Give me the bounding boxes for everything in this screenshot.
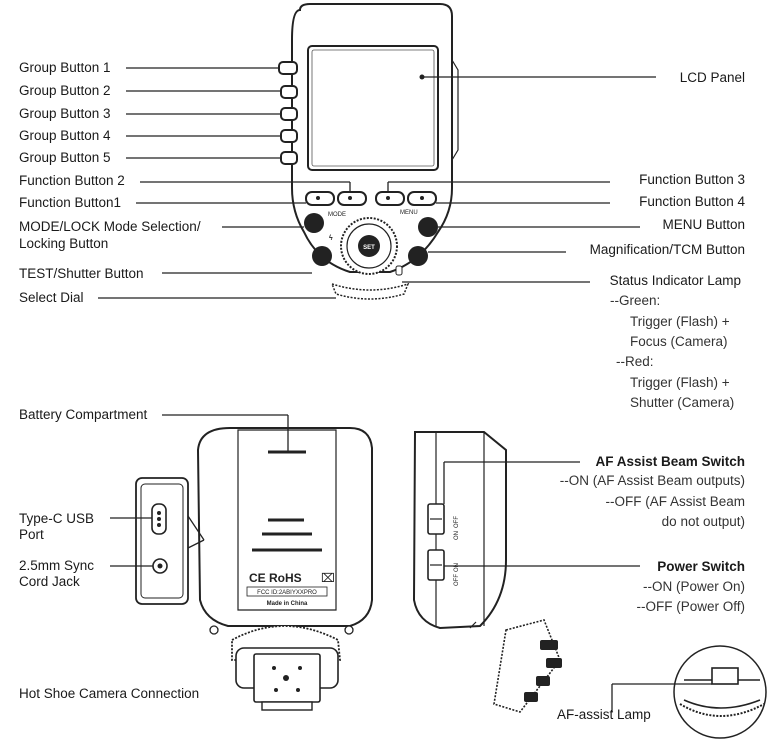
status-green-heading: --Green: bbox=[610, 293, 661, 308]
port-panel bbox=[135, 477, 189, 605]
label-menu-button: MENU Button bbox=[662, 217, 745, 232]
status-red-line-1: Trigger (Flash) + bbox=[630, 375, 730, 390]
hot-shoe-mount bbox=[231, 625, 341, 711]
battery-door bbox=[237, 429, 337, 611]
af-on-line: --ON (AF Assist Beam outputs) bbox=[559, 473, 745, 488]
label-mode-lock-line1: MODE/LOCK Mode Selection/ bbox=[19, 219, 201, 234]
label-type-c-line2: Port bbox=[19, 527, 44, 542]
label-af-assist-lamp: AF-assist Lamp bbox=[557, 707, 651, 722]
label-group-button-1: Group Button 1 bbox=[19, 60, 111, 75]
label-type-c-line1: Type-C USB bbox=[19, 511, 95, 526]
function-buttons bbox=[305, 191, 437, 206]
lcd-panel bbox=[307, 45, 439, 171]
label-group-button-4: Group Button 4 bbox=[19, 128, 111, 143]
menu-button bbox=[418, 217, 438, 237]
label-hot-shoe: Hot Shoe Camera Connection bbox=[19, 686, 200, 701]
af-lamp-inset bbox=[673, 645, 767, 739]
svg-text:ϟ: ϟ bbox=[329, 235, 333, 242]
svg-text:OFF: OFF bbox=[454, 516, 460, 528]
af-off-line-1: --OFF (AF Assist Beam bbox=[605, 494, 745, 509]
label-test-shutter: TEST/Shutter Button bbox=[19, 266, 144, 281]
power-off-line: --OFF (Power Off) bbox=[636, 599, 745, 614]
label-af-assist-switch: AF Assist Beam Switch bbox=[595, 454, 745, 469]
svg-text:MODE: MODE bbox=[328, 212, 346, 218]
label-group-button-5: Group Button 5 bbox=[19, 150, 111, 165]
svg-text:OFF: OFF bbox=[454, 574, 460, 586]
label-function-button-1: Function Button1 bbox=[19, 195, 122, 210]
label-mode-lock-line2: Locking Button bbox=[19, 236, 109, 251]
bottom-knurl bbox=[330, 282, 410, 300]
svg-text:MENU: MENU bbox=[400, 210, 418, 216]
label-function-button-3: Function Button 3 bbox=[639, 172, 745, 187]
mode-button bbox=[304, 213, 324, 233]
af-off-line-2: do not output) bbox=[661, 514, 745, 529]
status-red-heading: --Red: bbox=[616, 354, 654, 369]
status-red-line-2: Shutter (Camera) bbox=[630, 395, 735, 410]
front-view: MODE MENU ϟ SET bbox=[278, 3, 459, 300]
magnification-button bbox=[408, 246, 428, 266]
label-sync-line1: 2.5mm Sync bbox=[19, 558, 95, 573]
label-power-switch: Power Switch bbox=[657, 559, 745, 574]
label-function-button-4: Function Button 4 bbox=[639, 194, 745, 209]
label-group-button-3: Group Button 3 bbox=[19, 106, 111, 121]
leader-lines bbox=[98, 67, 712, 712]
back-view: CE RoHS ⌧ FCC ID:2ABIYXXPRO Made in Chin… bbox=[135, 427, 373, 711]
status-green-line-2: Focus (Camera) bbox=[630, 334, 728, 349]
svg-text:FCC ID:2ABIYXXPRO: FCC ID:2ABIYXXPRO bbox=[257, 590, 317, 596]
select-dial: SET bbox=[340, 217, 398, 275]
side-foot bbox=[493, 619, 562, 713]
side-view: ON OFF OFF ON bbox=[412, 431, 562, 713]
status-green-line-1: Trigger (Flash) + bbox=[630, 314, 730, 329]
label-battery-compartment: Battery Compartment bbox=[19, 407, 148, 422]
label-magnification-tcm: Magnification/TCM Button bbox=[589, 242, 745, 257]
power-on-line: --ON (Power On) bbox=[642, 579, 745, 594]
svg-text:SET: SET bbox=[363, 245, 375, 251]
label-status-indicator: Status Indicator Lamp bbox=[609, 273, 741, 288]
svg-text:ON: ON bbox=[454, 563, 460, 572]
svg-text:Made in China: Made in China bbox=[267, 601, 308, 607]
svg-text:CE RoHS: CE RoHS bbox=[249, 571, 302, 585]
test-shutter-button bbox=[312, 246, 332, 266]
label-lcd-panel: LCD Panel bbox=[679, 70, 745, 85]
svg-text:⌧: ⌧ bbox=[321, 571, 335, 585]
label-sync-line2: Cord Jack bbox=[19, 574, 80, 589]
label-function-button-2: Function Button 2 bbox=[19, 173, 125, 188]
svg-text:ON: ON bbox=[454, 531, 460, 540]
label-select-dial: Select Dial bbox=[19, 290, 84, 305]
label-group-button-2: Group Button 2 bbox=[19, 83, 111, 98]
